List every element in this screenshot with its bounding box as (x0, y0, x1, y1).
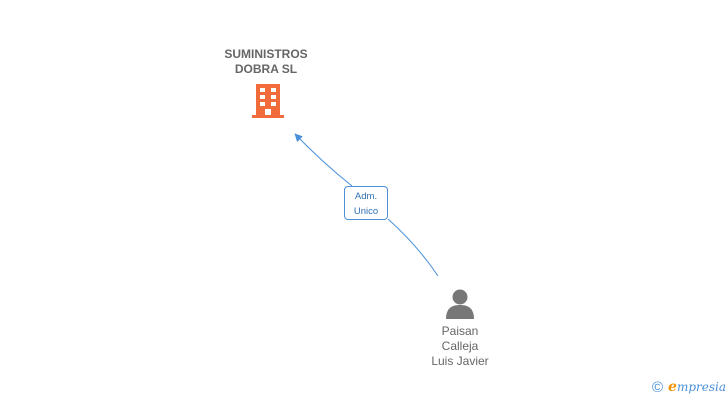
relation-label-line-2: Unico (353, 206, 379, 217)
relation-label[interactable]: Adm. Unico (344, 186, 388, 220)
company-name-line-2: DOBRA SL (234, 62, 298, 76)
person-name[interactable]: Paisan Calleja Luis Javier (390, 324, 530, 369)
person-name-line-2: Calleja (441, 339, 479, 353)
copyright-icon: © (651, 378, 664, 396)
relation-label-line-1: Adm. (354, 191, 378, 202)
empresia-logo: © empresia (652, 378, 726, 396)
brand-initial: e (668, 379, 677, 395)
building-icon[interactable] (252, 84, 284, 118)
brand-rest: mpresia (676, 380, 726, 394)
company-name[interactable]: SUMINISTROS DOBRA SL (196, 47, 336, 77)
brand-name: empresia (668, 379, 726, 395)
relation-line-lower (387, 218, 439, 277)
company-name-line-1: SUMINISTROS (224, 47, 308, 61)
person-name-line-1: Paisan (441, 324, 479, 338)
person-icon[interactable] (444, 289, 476, 319)
person-name-line-3: Luis Javier (431, 354, 489, 368)
relation-line-upper (294, 133, 353, 187)
